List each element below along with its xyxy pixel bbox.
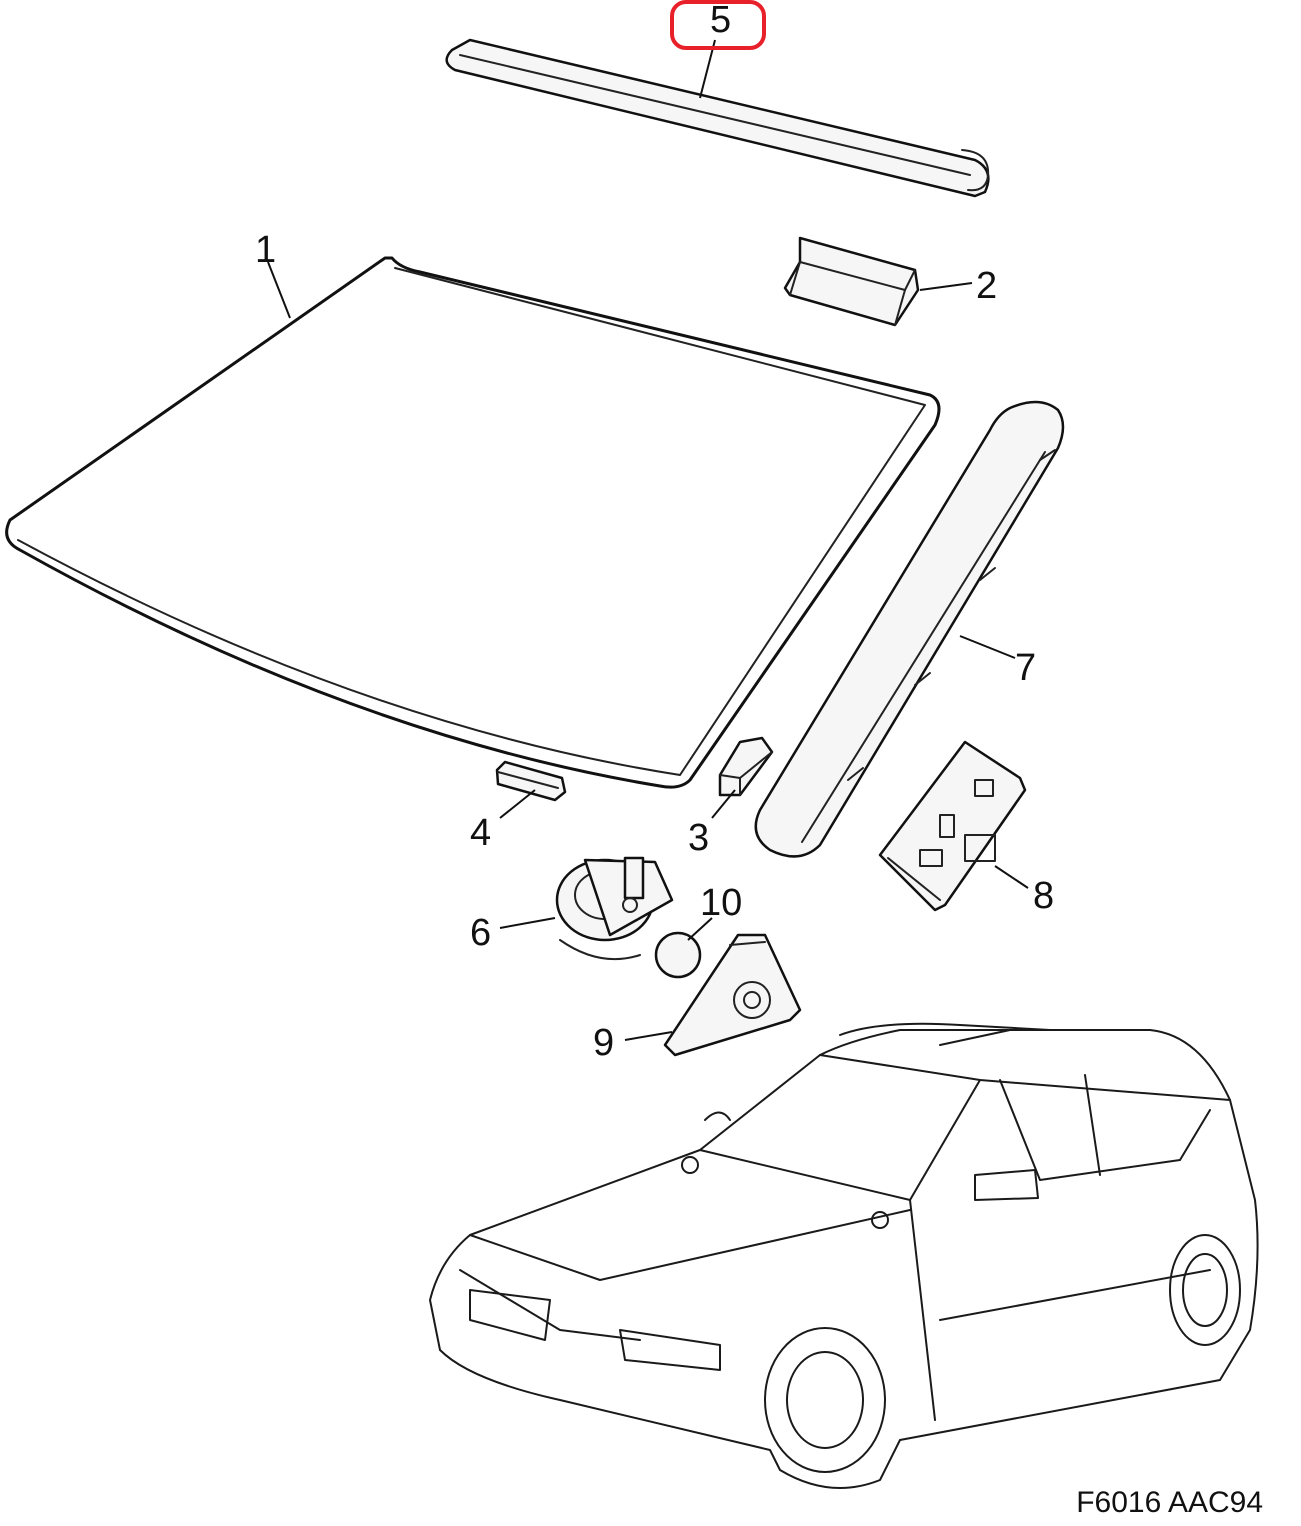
part-10-disc	[654, 931, 702, 979]
callout-1: 1	[255, 229, 276, 271]
part-8-clip-bracket	[878, 740, 1027, 912]
callout-2: 2	[976, 265, 997, 307]
part-3-pad	[718, 736, 774, 797]
highlight-callout-5	[670, 0, 766, 50]
part-1-windscreen	[5, 256, 941, 789]
callout-3: 3	[688, 817, 709, 859]
callout-7: 7	[1015, 647, 1036, 689]
callout-10: 10	[700, 882, 742, 924]
part-2-bracket	[783, 236, 920, 327]
callout-8: 8	[1033, 875, 1054, 917]
part-7-pillar-trim	[754, 400, 1065, 858]
callout-9: 9	[593, 1022, 614, 1064]
leader-lines	[267, 39, 1029, 1041]
callout-4: 4	[470, 812, 491, 854]
part-6-sensor-housing	[555, 856, 674, 961]
callout-5: 5	[710, 0, 731, 41]
callout-6: 6	[470, 912, 491, 954]
part-9-mirror-cover	[663, 933, 802, 1057]
part-5-roof-moulding	[445, 38, 990, 198]
vehicle-outline	[429, 1022, 1259, 1489]
callout-labels: 5 1 2 7 3 4 8 6 10 9	[255, 0, 1054, 1064]
part-4-pad	[495, 760, 567, 802]
figure-reference-code: F6016 AAC94	[1076, 1486, 1263, 1519]
